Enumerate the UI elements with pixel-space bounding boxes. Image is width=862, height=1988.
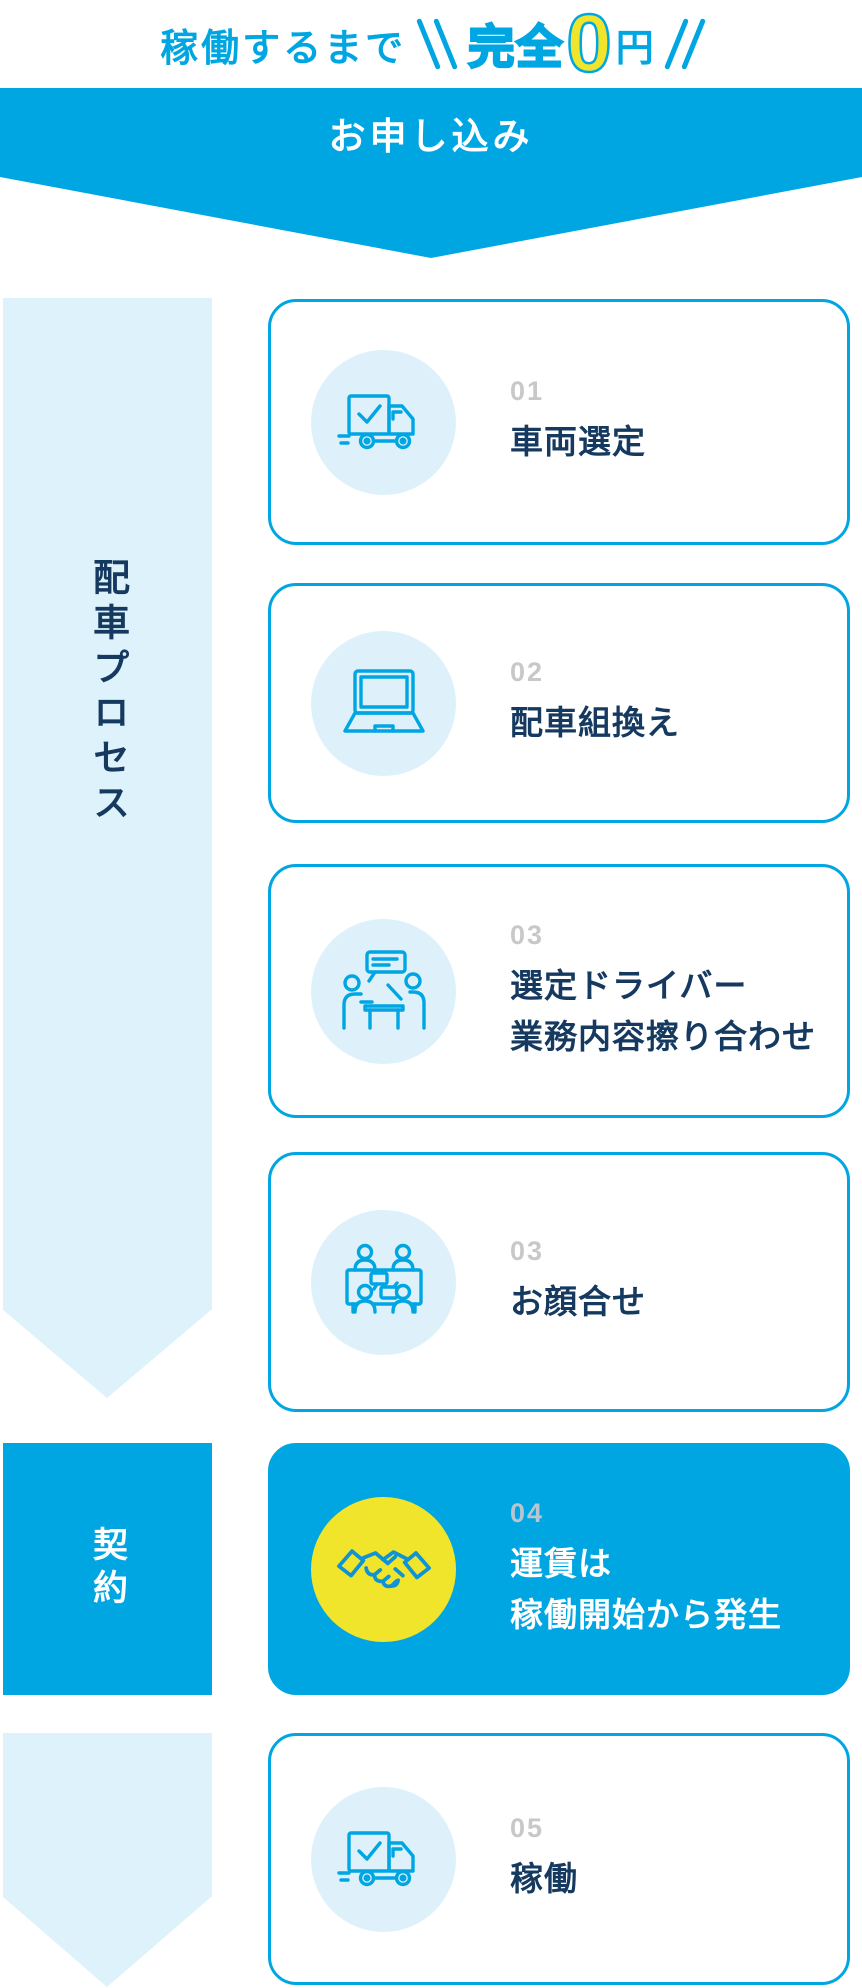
step-title-line-2: 業務内容擦り合わせ bbox=[510, 1018, 816, 1055]
truck-check-icon bbox=[336, 394, 415, 450]
step-card-dispatch-rearrange: 02 配車組換え bbox=[268, 583, 850, 823]
step-card-driver-alignment: 03 選定ドライバー 業務内容擦り合わせ bbox=[268, 864, 850, 1118]
step-text: 05 稼働 bbox=[510, 1813, 578, 1904]
step-title: 稼働 bbox=[510, 1860, 578, 1898]
truck-check-icon bbox=[336, 1831, 415, 1887]
step-number: 03 bbox=[510, 1236, 545, 1267]
step-icon-circle bbox=[311, 1209, 456, 1355]
step-number: 03 bbox=[510, 919, 545, 950]
header-zero-digit: 0 bbox=[565, 0, 613, 89]
step-card-face-to-face: 03 お顔合せ bbox=[268, 1152, 850, 1412]
header-highlight-text: 完全 bbox=[467, 20, 565, 75]
step-title: お顔合せ bbox=[510, 1283, 646, 1321]
contract-rail: 契約 bbox=[3, 1443, 212, 1695]
header-yen-unit: 円 bbox=[615, 27, 654, 70]
emphasis-backslash-marks bbox=[416, 17, 459, 71]
step-title-line-1: 運賃は bbox=[510, 1544, 612, 1582]
emphasis-slash-marks bbox=[663, 17, 706, 71]
step-text: 03 お顔合せ bbox=[510, 1236, 646, 1327]
banner-down-arrow bbox=[0, 177, 862, 258]
header-lead-text: 稼働するまで bbox=[160, 27, 407, 70]
step-number: 01 bbox=[510, 376, 545, 407]
step-text: 02 配車組換え bbox=[510, 657, 680, 748]
step-icon-circle bbox=[311, 349, 456, 495]
step-card-vehicle-selection: 01 車両選定 bbox=[268, 299, 850, 545]
laptop-icon bbox=[342, 669, 425, 733]
step-text: 04 運賃は 稼働開始から発生 bbox=[510, 1498, 782, 1640]
step-title-line-1: 選定ドライバー bbox=[510, 966, 748, 1004]
step-title-line-2: 稼働開始から発生 bbox=[510, 1596, 782, 1633]
zero-yen-group: 完全 0 円 bbox=[467, 0, 654, 89]
step-icon-circle-yellow bbox=[311, 1496, 456, 1642]
step-icon-circle bbox=[311, 630, 456, 776]
step-number: 04 bbox=[510, 1497, 545, 1528]
process-rail bbox=[3, 298, 212, 1310]
step-icon-circle bbox=[311, 918, 456, 1064]
final-rail-down-arrow bbox=[3, 1897, 211, 1987]
header: 稼働するまで 完全 0 円 bbox=[0, 0, 862, 88]
step-text: 01 車両選定 bbox=[510, 376, 646, 467]
step-card-fare-starts: 04 運賃は 稼働開始から発生 bbox=[268, 1443, 850, 1695]
step-title: 配車組換え bbox=[510, 704, 680, 742]
application-banner: お申し込み bbox=[0, 88, 862, 177]
handshake-icon bbox=[336, 1549, 431, 1589]
step-title: 車両選定 bbox=[510, 423, 646, 461]
process-rail-down-arrow bbox=[3, 1310, 211, 1398]
final-rail bbox=[3, 1733, 212, 1897]
step-card-operation-start: 05 稼働 bbox=[268, 1733, 850, 1985]
meeting-icon bbox=[344, 1243, 423, 1314]
application-banner-label: お申し込み bbox=[328, 115, 534, 157]
process-rail-label: 配車プロセス bbox=[87, 558, 129, 828]
step-text: 03 選定ドライバー 業務内容擦り合わせ bbox=[510, 920, 816, 1062]
process-rail-label-wrap: 配車プロセス bbox=[3, 558, 212, 828]
discussion-icon bbox=[341, 950, 426, 1030]
step-number: 05 bbox=[510, 1813, 545, 1844]
step-number: 02 bbox=[510, 657, 545, 688]
contract-rail-label: 契約 bbox=[88, 1526, 127, 1612]
step-icon-circle bbox=[311, 1786, 456, 1932]
